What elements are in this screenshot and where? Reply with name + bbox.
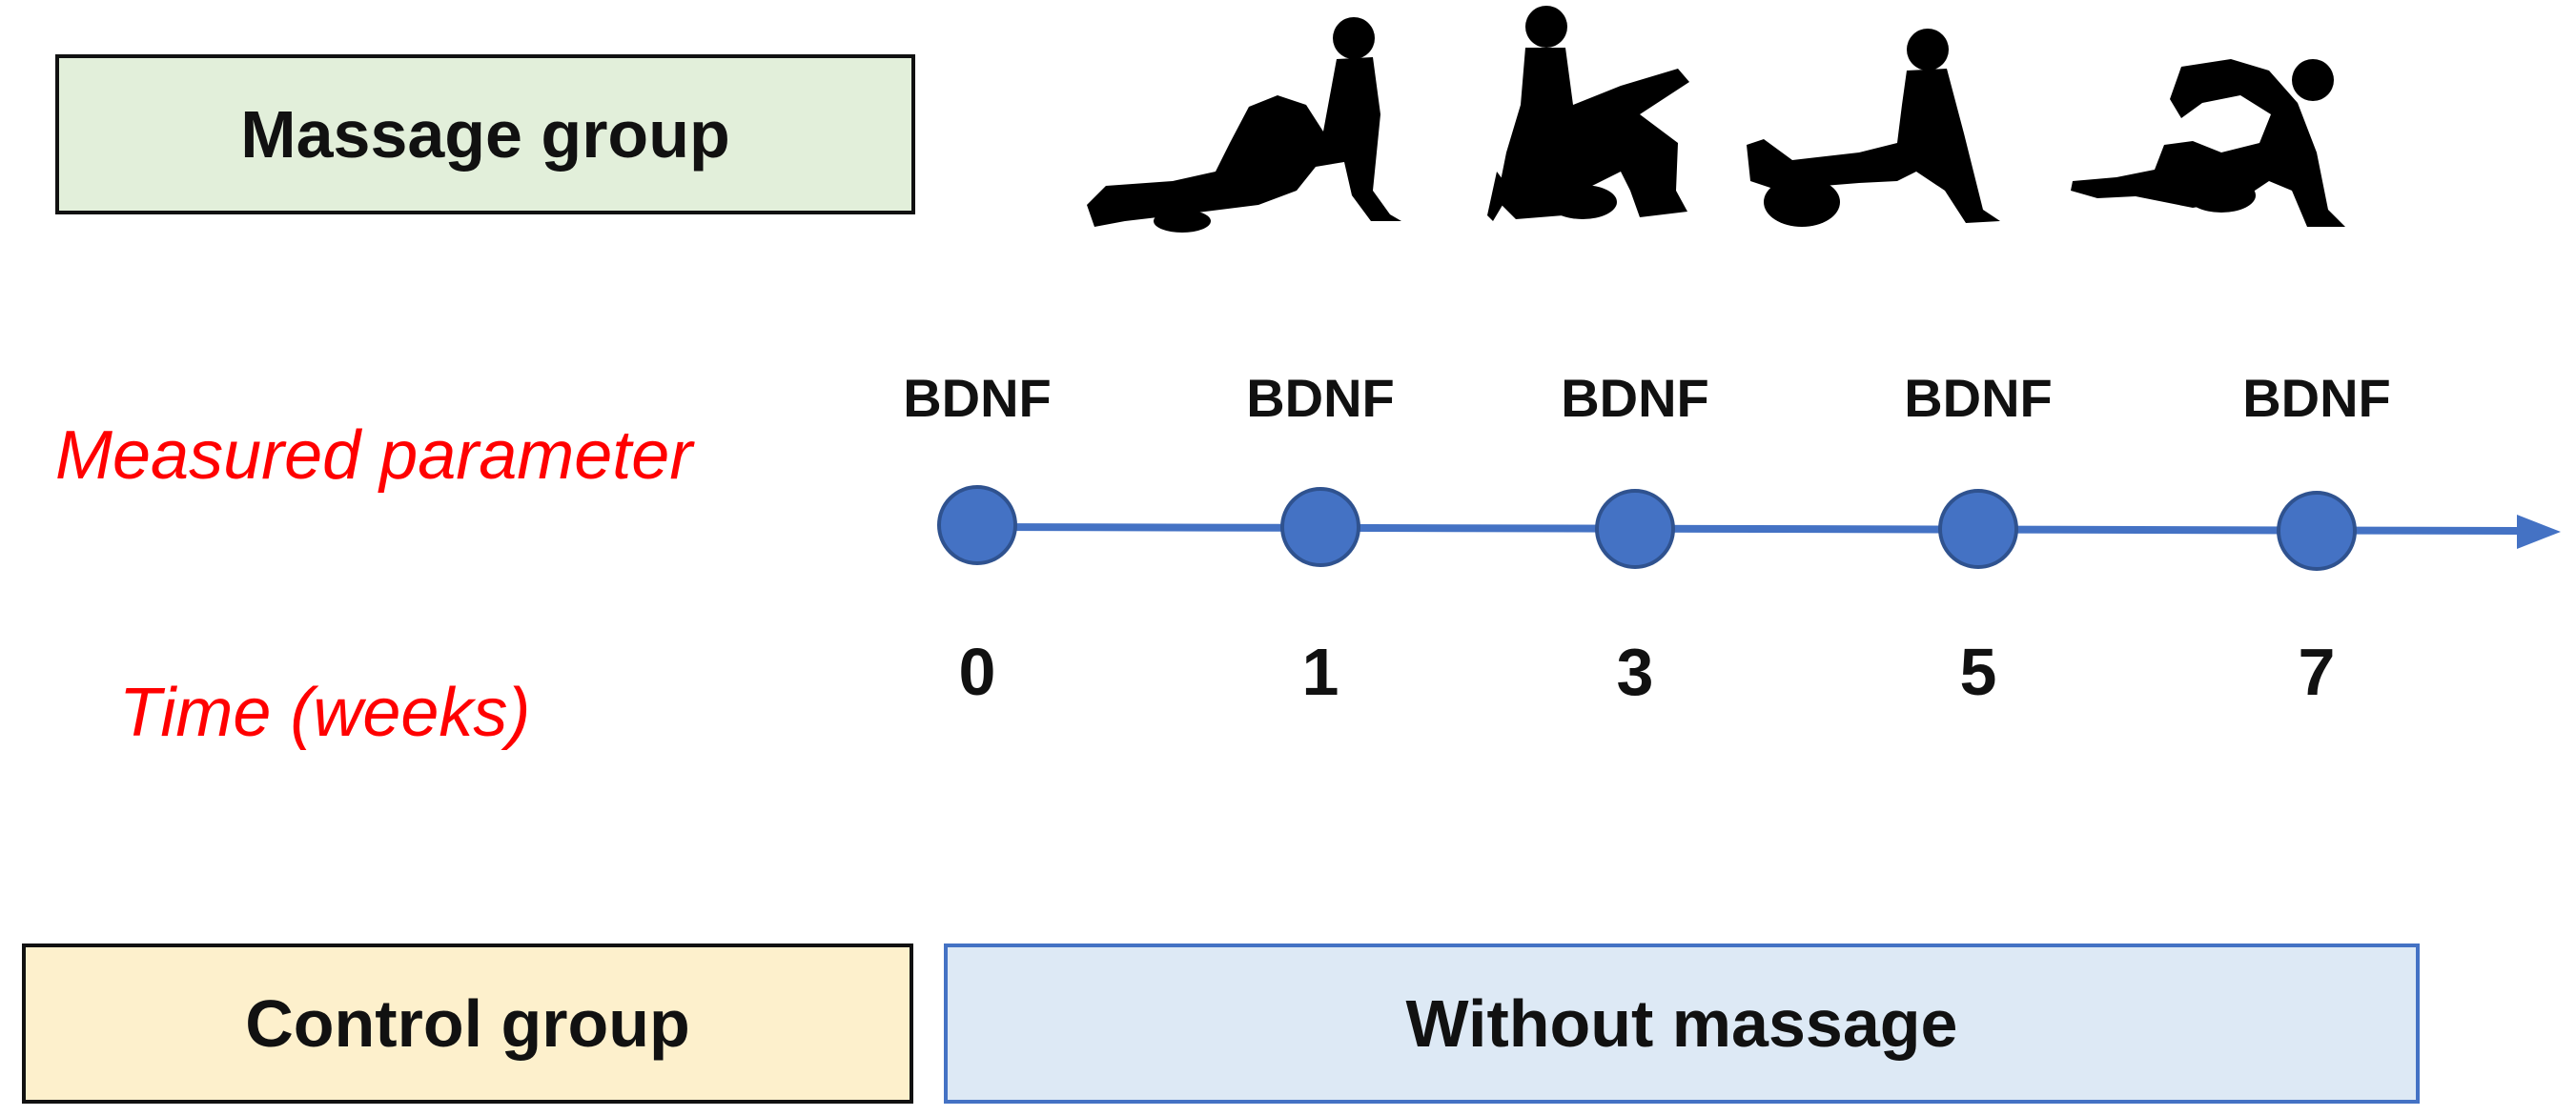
timepoint-week-label: 1 (1301, 635, 1339, 709)
timepoint-week-label: 7 (2298, 635, 2336, 709)
timepoint-marker (937, 485, 1017, 565)
timepoint-parameter-label: BDNF (1904, 368, 2053, 428)
timepoint-marker (1280, 487, 1360, 567)
foam-roller-pose-3-icon (1747, 29, 2000, 227)
timepoint-parameter-label: BDNF (1246, 368, 1395, 428)
without-massage-label: Without massage (1405, 986, 1958, 1061)
timepoint-marker (2277, 491, 2357, 571)
timepoint-week-label: 5 (1959, 635, 1997, 709)
timeline-axis-line (976, 523, 2518, 535)
timeline-arrowhead (2517, 515, 2561, 549)
without-massage-box: Without massage (944, 944, 2420, 1104)
measured-parameter-label: Measured parameter (55, 417, 693, 494)
massage-group-label: Massage group (240, 97, 730, 172)
timepoint-parameter-label: BDNF (2242, 368, 2391, 428)
foam-roller-pose-2-icon (1487, 6, 1689, 221)
timepoint-marker (1938, 489, 2018, 569)
timepoint-parameter-label: BDNF (903, 368, 1052, 428)
massage-group-box: Massage group (55, 54, 915, 214)
control-group-box: Control group (22, 944, 913, 1104)
control-group-label: Control group (245, 986, 690, 1061)
timepoint-week-label: 3 (1616, 635, 1654, 709)
time-weeks-label: Time (weeks) (119, 675, 531, 751)
timepoint-parameter-label: BDNF (1561, 368, 1709, 428)
foam-roller-pose-4-icon (2071, 59, 2345, 227)
timepoint-week-label: 0 (958, 635, 996, 709)
timepoint-marker (1595, 489, 1675, 569)
foam-roller-pose-1-icon (1087, 17, 1401, 233)
